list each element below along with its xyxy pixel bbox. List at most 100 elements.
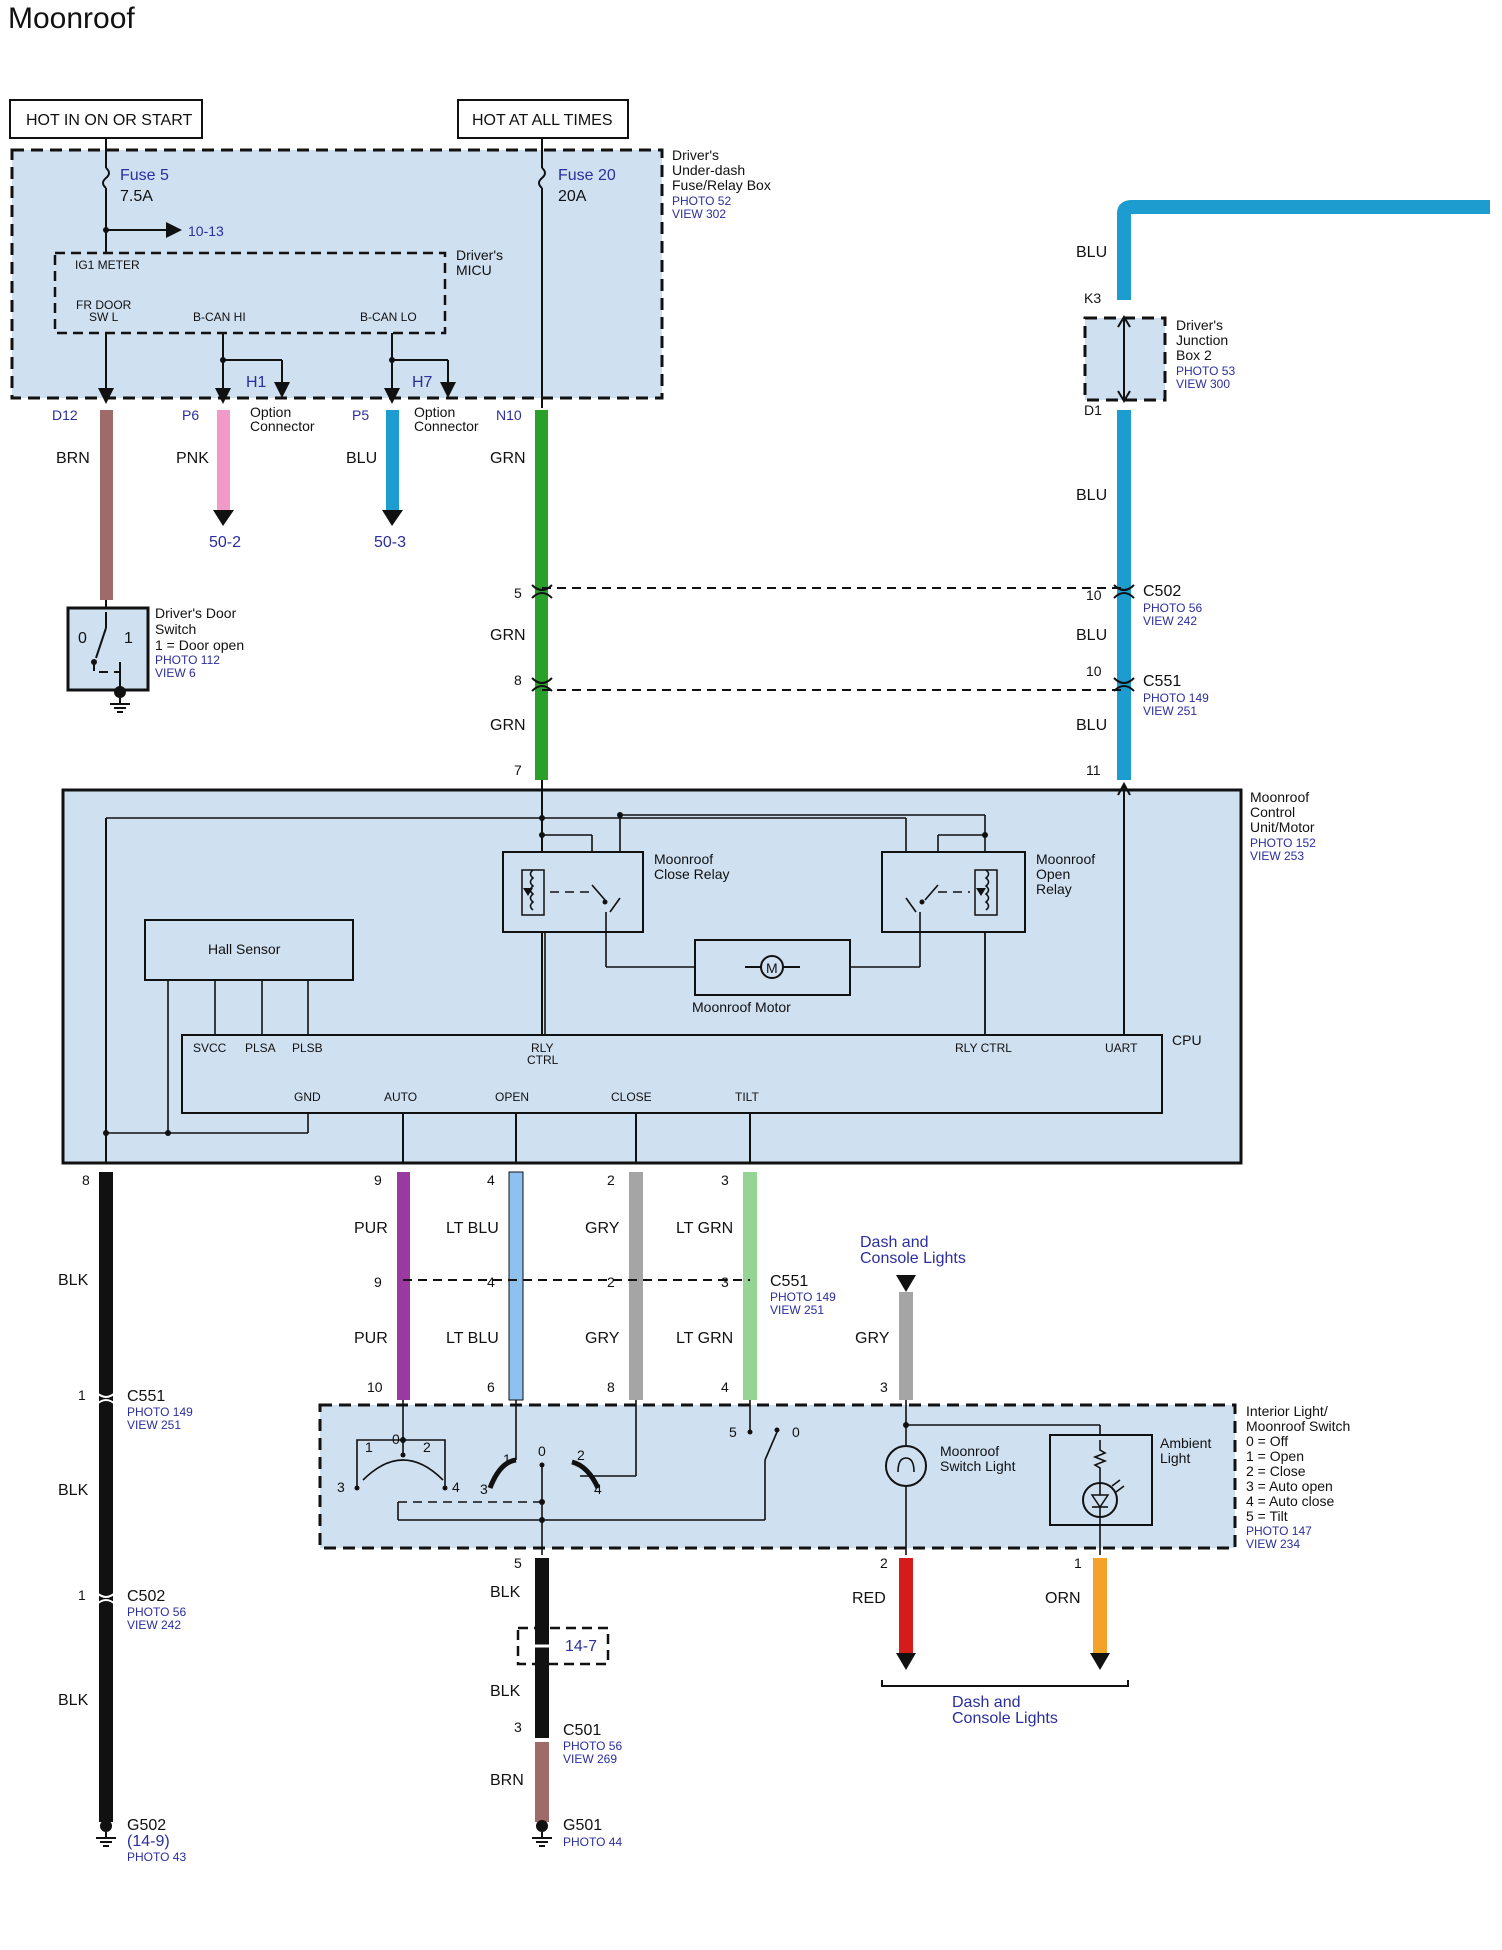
g502-photo: PHOTO 43 xyxy=(127,1850,186,1864)
fuse5-label: Fuse 5 xyxy=(120,167,169,184)
isw-name-7: 4 = Auto close xyxy=(1246,1493,1335,1509)
wire-blk-left xyxy=(99,1172,113,1822)
hall-sensor-label: Hall Sensor xyxy=(208,941,281,957)
c551-left-view: VIEW 251 xyxy=(127,1418,181,1432)
wire-brn-d12 xyxy=(100,410,113,600)
rly-ctrl-2: RLY CTRL xyxy=(955,1041,1012,1055)
ground-g502 xyxy=(96,1820,116,1847)
c551-upper-view: VIEW 251 xyxy=(1143,704,1197,718)
wire-label-blk-4: BLK xyxy=(490,1584,521,1601)
pin-pur-10: 10 xyxy=(367,1379,383,1395)
pin-p6: P6 xyxy=(182,407,199,423)
junction-view: VIEW 300 xyxy=(1176,377,1230,391)
door-switch-name-1: Driver's Door xyxy=(155,605,237,621)
wire-label-blu-2: BLU xyxy=(1076,627,1107,644)
wire-label-orn: ORN xyxy=(1045,1590,1081,1607)
pin-ltblu-6: 6 xyxy=(487,1379,495,1395)
open-relay-name-2: Open xyxy=(1036,866,1070,882)
isw-name-6: 3 = Auto open xyxy=(1246,1478,1333,1494)
fuse20-amp: 20A xyxy=(558,188,587,205)
wire-label-gry-1: GRY xyxy=(585,1220,620,1237)
door-switch-box xyxy=(66,606,150,692)
pin-grn-5: 5 xyxy=(514,585,522,601)
pin-blu-10b: 10 xyxy=(1086,663,1102,679)
ground-g501 xyxy=(532,1820,552,1847)
wire-label-gry-dash: GRY xyxy=(855,1330,890,1347)
wire-label-grn-2: GRN xyxy=(490,627,526,644)
wire-gry xyxy=(629,1172,643,1400)
pin-gry-2b: 2 xyxy=(607,1274,615,1290)
ref-50-3: 50-3 xyxy=(374,534,406,551)
sw-a-4: 4 xyxy=(452,1479,460,1495)
sw-a-0: 0 xyxy=(392,1431,400,1447)
g502-name: G502 xyxy=(127,1817,166,1834)
micu-name-2: MICU xyxy=(456,262,492,278)
wire-blu-p5 xyxy=(386,410,399,510)
bcan-hi-label: B-CAN HI xyxy=(193,310,246,324)
close-relay-name-2: Close Relay xyxy=(654,866,729,882)
junction-name-1: Driver's xyxy=(1176,317,1223,333)
fusebox-name: Driver's Under-dash Fuse/Relay Box PHOTO… xyxy=(672,147,771,221)
pin-pur-9b: 9 xyxy=(374,1274,382,1290)
cpu-box xyxy=(181,1034,1163,1114)
wire-label-blk-1: BLK xyxy=(58,1272,89,1289)
dash-lights-upper-2: Console Lights xyxy=(860,1250,966,1267)
wire-label-blu-3: BLU xyxy=(1076,717,1107,734)
pin-ltblu-4b: 4 xyxy=(487,1274,495,1290)
wire-label-ltblu-1: LT BLU xyxy=(446,1220,499,1237)
pin-dash-3: 3 xyxy=(880,1379,888,1395)
fuse5-amp: 7.5A xyxy=(120,188,153,205)
dash-lights-bracket xyxy=(881,1680,1129,1687)
wire-lt-blu xyxy=(508,1171,524,1401)
sw-c-5: 5 xyxy=(729,1424,737,1440)
pin-gry-8: 8 xyxy=(607,1379,615,1395)
sw-a-2: 2 xyxy=(423,1439,431,1455)
ambient-name-2: Light xyxy=(1160,1450,1190,1466)
pin-gry-2a: 2 xyxy=(607,1172,615,1188)
rly-ctrl-1a: RLY xyxy=(531,1041,553,1055)
bcan-lo-label: B-CAN LO xyxy=(360,310,417,324)
c502-left-view: VIEW 242 xyxy=(127,1618,181,1632)
isw-photo: PHOTO 147 xyxy=(1246,1524,1312,1538)
door-switch-photo: PHOTO 112 xyxy=(155,653,220,667)
ref-10-13: 10-13 xyxy=(188,223,224,239)
wire-label-ltgrn-2: LT GRN xyxy=(676,1330,733,1347)
pin-grn-7: 7 xyxy=(514,762,522,778)
door-switch-pos1: 1 xyxy=(124,630,133,647)
isw-name-8: 5 = Tilt xyxy=(1246,1508,1288,1524)
wire-gry-dash xyxy=(899,1292,913,1400)
c501-photo: PHOTO 56 xyxy=(563,1739,622,1753)
option-connector-1-a: Option xyxy=(250,404,291,420)
hall-sensor-box xyxy=(144,919,354,981)
dash-lights-lower-1: Dash and xyxy=(952,1694,1021,1711)
interior-switch-name: Interior Light/ Moonroof Switch 0 = Off … xyxy=(1246,1403,1350,1551)
plsb-label: PLSB xyxy=(292,1041,323,1055)
pin-ltblu-4a: 4 xyxy=(487,1172,495,1188)
switch-light-bulb xyxy=(885,1445,927,1487)
ref-14-7: 14-7 xyxy=(565,1638,597,1655)
g502-ref: (14-9) xyxy=(127,1833,170,1850)
c501-name: C501 xyxy=(563,1722,601,1739)
control-unit-name-2: Control xyxy=(1250,804,1295,820)
door-switch-view: VIEW 6 xyxy=(155,666,196,680)
gnd-label: GND xyxy=(294,1090,321,1104)
ref-14-7-box xyxy=(516,1626,610,1666)
h1-label: H1 xyxy=(246,374,267,391)
wire-label-gry-2: GRY xyxy=(585,1330,620,1347)
sw-a-3: 3 xyxy=(337,1479,345,1495)
isw-name-4: 1 = Open xyxy=(1246,1448,1304,1464)
c551-upper-name: C551 xyxy=(1143,673,1181,690)
pin-k3: K3 xyxy=(1084,290,1101,306)
fusebox-name-3: Fuse/Relay Box xyxy=(672,177,771,193)
pin-left-1a: 1 xyxy=(78,1387,86,1403)
wire-label-pur-1: PUR xyxy=(354,1220,388,1237)
hot-in-on-label: HOT IN ON OR START xyxy=(26,112,192,129)
wire-label-pnk: PNK xyxy=(176,450,209,467)
option-connector-2-b: Connector xyxy=(414,418,479,434)
wire-blu-main xyxy=(1117,200,1490,300)
fusebox-view: VIEW 302 xyxy=(672,207,726,221)
sw-b-3: 3 xyxy=(480,1481,488,1497)
fuse20-label: Fuse 20 xyxy=(558,167,616,184)
g501-name: G501 xyxy=(563,1817,602,1834)
